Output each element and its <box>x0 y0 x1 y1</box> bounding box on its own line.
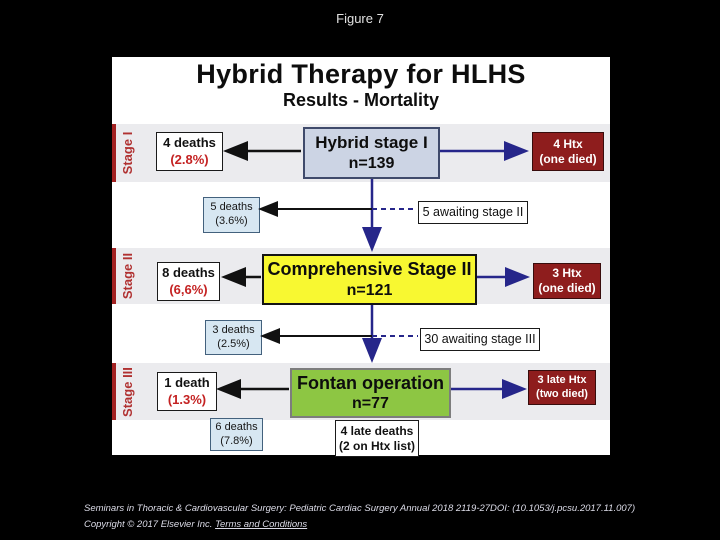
stage3-htx-note: (two died) <box>536 387 588 400</box>
stage3-late-deaths-count: 6 deaths <box>215 420 258 433</box>
stage1-main-n: n=139 <box>348 154 395 172</box>
stage3-htx-box: 3 late Htx (two died) <box>528 370 596 405</box>
stage1-deaths-pct: (2.8%) <box>170 151 209 167</box>
interstage2-deaths-box: 3 deaths (2.5%) <box>205 320 262 355</box>
stage3-deaths-box: 1 death (1.3%) <box>157 372 217 411</box>
stage2-label: Stage II <box>120 252 135 300</box>
stage3-late-deaths-pct: (7.8%) <box>220 434 253 447</box>
slide-subtitle: Results - Mortality <box>282 90 440 110</box>
figure-label: Figure 7 <box>336 11 384 26</box>
interstage1-awaiting-box: 5 awaiting stage II <box>418 201 528 224</box>
stage2-main-n: n=121 <box>346 281 393 299</box>
stage3-red-strip <box>112 363 116 420</box>
stage2-red-strip <box>112 248 116 304</box>
citation-footer: Seminars in Thoracic & Cardiovascular Su… <box>84 501 635 533</box>
interstage2-deaths-count: 3 deaths <box>212 323 255 336</box>
stage3-main-n: n=77 <box>352 395 389 413</box>
figure-slide: Hybrid Therapy for HLHS Results - Mortal… <box>112 57 610 457</box>
interstage2-awaiting-label: 30 awaiting stage III <box>424 331 536 346</box>
interstage2-deaths-pct: (2.5%) <box>217 337 250 350</box>
stage3-late-deaths-blue-box: 6 deaths (7.8%) <box>210 418 263 451</box>
stage3-deaths-pct: (1.3%) <box>167 391 207 407</box>
copyright-text: Copyright © 2017 Elsevier Inc. <box>84 519 216 531</box>
citation-line: Seminars in Thoracic & Cardiovascular Su… <box>84 503 636 514</box>
stage1-red-strip <box>112 124 116 182</box>
stage1-deaths-box: 4 deaths (2.8%) <box>156 132 223 171</box>
interstage1-awaiting-label: 5 awaiting stage II <box>422 204 524 219</box>
late-deaths-count: 4 late deaths <box>340 423 414 438</box>
slide-title: Hybrid Therapy for HLHS <box>196 59 526 89</box>
stage3-main-box: Fontan operation n=77 <box>290 368 451 418</box>
stage1-deaths-count: 4 deaths <box>163 135 216 151</box>
stage3-label: Stage III <box>120 366 135 417</box>
stage1-htx-note: (one died) <box>539 151 597 166</box>
stage1-main-box: Hybrid stage I n=139 <box>303 127 440 179</box>
stage2-main-name: Comprehensive Stage II <box>267 259 472 280</box>
stage2-deaths-box: 8 deaths (6,6%) <box>157 262 220 301</box>
stage2-deaths-count: 8 deaths <box>162 265 215 281</box>
stage3-htx-count: 3 late Htx <box>537 373 587 386</box>
stage3-deaths-count: 1 death <box>164 375 210 391</box>
stage3-main-name: Fontan operation <box>297 372 444 393</box>
interstage2-awaiting-box: 30 awaiting stage III <box>420 328 540 351</box>
terms-and-conditions-link[interactable]: Terms and Conditions <box>215 519 308 531</box>
interstage1-deaths-pct: (3.6%) <box>215 215 248 227</box>
stage2-main-box: Comprehensive Stage II n=121 <box>262 254 477 305</box>
interstage1-deaths-box: 5 deaths (3.6%) <box>203 197 260 233</box>
stage1-htx-box: 4 Htx (one died) <box>532 132 604 171</box>
stage2-htx-count: 3 Htx <box>552 266 582 280</box>
stage2-htx-box: 3 Htx (one died) <box>533 263 601 299</box>
stage1-main-name: Hybrid stage I <box>315 133 428 153</box>
late-deaths-note: (2 on Htx list) <box>338 438 415 453</box>
stage2-htx-note: (one died) <box>538 281 596 295</box>
stage1-htx-count: 4 Htx <box>553 136 583 151</box>
interstage1-deaths-count: 5 deaths <box>210 201 253 214</box>
copyright-line: Copyright © 2017 Elsevier Inc. Terms and… <box>84 517 635 533</box>
stage1-label: Stage I <box>120 131 135 175</box>
late-deaths-box: 4 late deaths (2 on Htx list) <box>335 420 419 457</box>
stage2-deaths-pct: (6,6%) <box>169 281 208 297</box>
